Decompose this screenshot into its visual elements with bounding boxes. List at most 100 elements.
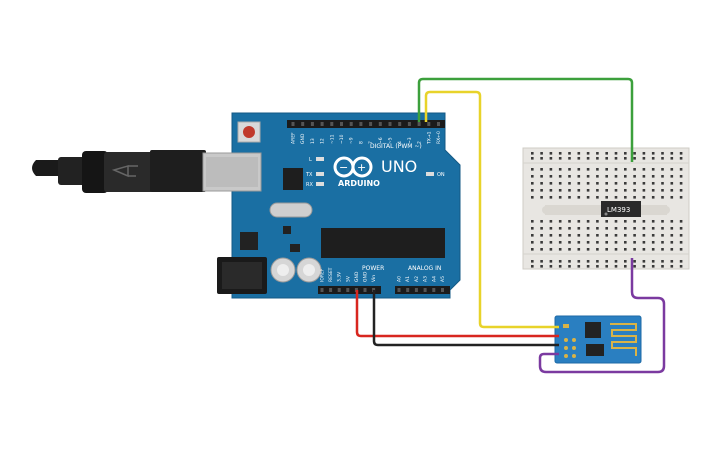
arduino-uno-board[interactable]: − + ARDUINO UNO DIGITAL (PWM ~) POWER AN… [202,112,461,299]
breadboard-hole[interactable] [586,227,590,230]
breadboard-hole[interactable] [605,175,608,178]
breadboard-hole[interactable] [670,220,674,223]
breadboard-hole[interactable] [614,189,618,192]
breadboard-hole[interactable] [605,189,608,192]
header-pin[interactable] [406,288,410,292]
breadboard-hole[interactable] [624,220,627,223]
breadboard-hole[interactable] [651,168,655,171]
breadboard-hole[interactable] [531,234,534,237]
breadboard-hole[interactable] [531,152,534,155]
header-pin[interactable] [398,122,402,126]
breadboard-hole[interactable] [596,260,599,263]
breadboard-hole[interactable] [568,220,571,223]
breadboard-hole[interactable] [679,182,683,185]
breadboard-hole[interactable] [596,168,599,171]
breadboard-hole[interactable] [586,234,590,237]
breadboard-hole[interactable] [642,157,646,160]
breadboard-hole[interactable] [596,189,599,192]
breadboard-hole[interactable] [679,196,683,199]
breadboard-hole[interactable] [679,175,683,178]
breadboard-hole[interactable] [568,175,571,178]
breadboard-hole[interactable] [642,168,646,171]
breadboard-hole[interactable] [531,189,534,192]
breadboard-hole[interactable] [558,260,562,263]
header-pin[interactable] [310,122,314,126]
breadboard-hole[interactable] [568,248,571,251]
breadboard-hole[interactable] [540,241,543,244]
breadboard-hole[interactable] [624,196,627,199]
breadboard-hole[interactable] [540,227,543,230]
breadboard-hole[interactable] [624,227,627,230]
breadboard-hole[interactable] [670,157,674,160]
breadboard-hole[interactable] [651,265,655,268]
breadboard-hole[interactable] [670,265,674,268]
breadboard-hole[interactable] [651,234,655,237]
breadboard-hole[interactable] [531,248,534,251]
breadboard-hole[interactable] [577,260,581,263]
breadboard-hole[interactable] [614,168,618,171]
breadboard[interactable]: LM393 [522,147,690,270]
breadboard-hole[interactable] [540,189,543,192]
breadboard-hole[interactable] [679,189,683,192]
breadboard-hole[interactable] [679,152,683,155]
breadboard-hole[interactable] [568,227,571,230]
breadboard-hole[interactable] [549,260,553,263]
breadboard-hole[interactable] [540,152,543,155]
breadboard-hole[interactable] [670,241,674,244]
breadboard-hole[interactable] [661,152,664,155]
breadboard-hole[interactable] [531,265,534,268]
breadboard-hole[interactable] [531,227,534,230]
breadboard-hole[interactable] [605,248,608,251]
breadboard-hole[interactable] [558,196,562,199]
breadboard-hole[interactable] [577,157,581,160]
wire-yellow[interactable] [424,90,559,329]
header-pin[interactable] [397,288,401,292]
breadboard-hole[interactable] [624,182,627,185]
breadboard-hole[interactable] [633,189,636,192]
breadboard-hole[interactable] [549,227,553,230]
breadboard-hole[interactable] [651,189,655,192]
breadboard-hole[interactable] [596,196,599,199]
breadboard-hole[interactable] [596,220,599,223]
breadboard-hole[interactable] [558,168,562,171]
breadboard-hole[interactable] [624,234,627,237]
breadboard-hole[interactable] [661,196,664,199]
header-pin[interactable] [301,122,305,126]
breadboard-hole[interactable] [661,265,664,268]
header-pin[interactable] [427,122,431,126]
header-pin[interactable] [330,122,334,126]
breadboard-hole[interactable] [661,182,664,185]
header-pin[interactable] [417,122,421,126]
breadboard-hole[interactable] [577,168,581,171]
breadboard-hole[interactable] [633,196,636,199]
breadboard-hole[interactable] [679,248,683,251]
breadboard-hole[interactable] [642,234,646,237]
header-pin[interactable] [320,288,324,292]
breadboard-hole[interactable] [568,168,571,171]
breadboard-hole[interactable] [642,260,646,263]
breadboard-hole[interactable] [651,248,655,251]
breadboard-hole[interactable] [642,220,646,223]
breadboard-hole[interactable] [558,189,562,192]
breadboard-hole[interactable] [596,227,599,230]
breadboard-hole[interactable] [568,157,571,160]
breadboard-hole[interactable] [633,168,636,171]
breadboard-hole[interactable] [586,168,590,171]
header-pin[interactable] [359,122,363,126]
breadboard-hole[interactable] [531,260,534,263]
breadboard-hole[interactable] [531,241,534,244]
breadboard-hole[interactable] [670,248,674,251]
breadboard-hole[interactable] [642,189,646,192]
breadboard-hole[interactable] [540,168,543,171]
breadboard-hole[interactable] [624,175,627,178]
breadboard-hole[interactable] [549,248,553,251]
breadboard-hole[interactable] [558,175,562,178]
breadboard-hole[interactable] [577,196,581,199]
wire-black[interactable] [372,290,559,347]
breadboard-hole[interactable] [624,265,627,268]
usb-cable[interactable] [32,150,206,193]
breadboard-hole[interactable] [679,220,683,223]
breadboard-hole[interactable] [558,265,562,268]
breadboard-hole[interactable] [614,196,618,199]
breadboard-hole[interactable] [679,227,683,230]
